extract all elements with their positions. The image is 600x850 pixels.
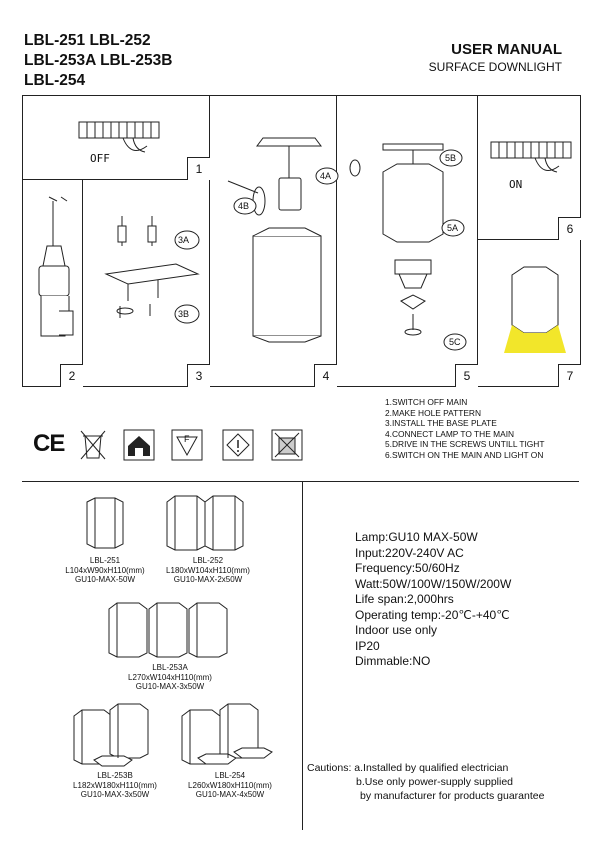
no-cover-insulation-icon	[271, 429, 303, 461]
step-number-4: 4	[314, 364, 337, 387]
divider	[82, 179, 84, 386]
step-number-1: 1	[187, 157, 210, 180]
instruction-item: 1.SWITCH OFF MAIN	[385, 397, 468, 407]
step-3-callouts	[174, 230, 200, 324]
product-model: LBL-253A	[152, 663, 188, 672]
product-dimensions: L104xW90xH110(mm)	[65, 565, 145, 575]
spec-item: Lamp:GU10 MAX-50W	[355, 530, 478, 544]
lamp-light-on-illustration	[504, 266, 566, 353]
model-list-line3: LBL-254	[24, 72, 86, 89]
page-subtitle: SURFACE DOWNLIGHT	[428, 60, 562, 74]
terminal-block-off-illustration	[78, 121, 160, 153]
spec-item: Watt:50W/100W/150W/200W	[355, 576, 512, 591]
switch-off-label: OFF	[90, 152, 110, 165]
drill-illustration	[38, 196, 74, 337]
product-dimensions: L270xW104xH110(mm)	[128, 672, 212, 682]
step-number-6: 6	[558, 217, 581, 240]
caution-line-3: by manufacturer for products guarantee	[360, 790, 545, 802]
step-number-5: 5	[455, 364, 478, 387]
instruction-item: 6.SWITCH ON THE MAIN AND LIGHT ON	[385, 449, 544, 460]
specifications-list: Lamp:GU10 MAX-50W Input:220V-240V AC Fre…	[355, 530, 511, 670]
base-plate-screws-illustration	[104, 216, 200, 318]
instruction-item: 2.MAKE HOLE PATTERN	[385, 407, 482, 418]
product-lbl-252-drawing	[166, 495, 244, 551]
product-lamp: GU10-MAX-3x50W	[135, 682, 205, 691]
product-lamp: GU10-MAX-50W	[74, 575, 135, 584]
page-title: USER MANUAL	[451, 41, 562, 58]
instruction-item: 4.CONNECT LAMP TO THE MAIN	[385, 428, 515, 439]
step-5-callouts	[349, 149, 467, 351]
terminal-block-on-illustration	[490, 141, 572, 173]
ce-mark-icon: CE	[33, 430, 65, 457]
product-lbl-254-drawing	[181, 703, 273, 765]
product-lbl-253b-drawing	[73, 703, 149, 767]
insert-bulb-illustration	[382, 143, 444, 336]
divider	[209, 96, 211, 386]
step-3a-label: 3A	[178, 235, 190, 245]
instruction-item: 3.INSTALL THE BASE PLATE	[385, 418, 497, 428]
product-lbl-253a-caption: LBL-253A L270xW104xH110(mm) GU10-MAX-3x5…	[115, 663, 225, 692]
spec-item: Input:220V-240V AC	[355, 545, 464, 560]
product-dimensions: L260xW180xH110(mm)	[188, 780, 272, 790]
caution-info-icon	[222, 429, 254, 461]
product-model: LBL-251	[89, 556, 121, 565]
caution-line-2: b.Use only power-supply supplied	[356, 776, 514, 788]
product-lbl-253b-caption: LBL-253B L182xW180xH110(mm) GU10-MAX-3x5…	[65, 771, 165, 800]
product-lbl-254-caption: LBL-254 L260xW180xH110(mm) GU10-MAX-4x50…	[175, 771, 285, 800]
installation-steps-panel: 1 2 3 4 5 6 7 OFF	[22, 95, 581, 387]
divider	[477, 239, 580, 241]
step-number-3: 3	[187, 364, 210, 387]
step-number-7: 7	[558, 364, 581, 387]
product-lbl-252-caption: LBL-252 L180xW104xH110(mm) GU10-MAX-2x50…	[158, 556, 258, 585]
model-list-line2: LBL-253A LBL-253B	[24, 52, 173, 69]
product-dimensions: L182xW180xH110(mm)	[73, 780, 157, 790]
product-lamp: GU10-MAX-4x50W	[195, 790, 265, 799]
step-5a-label: 5A	[447, 223, 459, 233]
step-number-2: 2	[60, 364, 83, 387]
weee-bin-icon	[80, 430, 106, 460]
spec-item: Life span:2,000hrs	[355, 592, 454, 606]
caution-line-1: Cautions: a.Installed by qualified elect…	[307, 762, 509, 774]
instruction-item: 5.DRIVE IN THE SCREWS UNTILL TIGHT	[385, 439, 545, 449]
divider	[23, 179, 209, 181]
section-divider	[22, 481, 579, 483]
spec-item: Indoor use only	[355, 623, 438, 637]
product-dimensions: L180xW104xH110(mm)	[166, 565, 250, 575]
divider	[477, 96, 479, 386]
indoor-use-icon	[123, 429, 155, 461]
spec-item: IP20	[355, 638, 380, 653]
product-model: LBL-253B	[97, 771, 133, 780]
product-lamp: GU10-MAX-3x50W	[80, 790, 150, 799]
instructions-list: 1.SWITCH OFF MAIN 2.MAKE HOLE PATTERN 3.…	[385, 397, 544, 460]
connect-lamp-illustration	[227, 137, 322, 343]
step-3b-label: 3B	[178, 309, 190, 319]
step-4b-label: 4B	[238, 201, 250, 211]
product-model: LBL-252	[192, 556, 224, 565]
step-5b-label: 5B	[445, 153, 457, 163]
spec-item: Operating temp:-20℃-+40℃	[355, 607, 510, 622]
step-4-callouts	[233, 167, 339, 215]
spec-item: Dimmable:NO	[355, 654, 431, 668]
f-mark-icon	[171, 429, 203, 461]
spec-item: Frequency:50/60Hz	[355, 561, 460, 575]
model-list-line1: LBL-251 LBL-252	[24, 32, 151, 49]
product-lamp: GU10-MAX-2x50W	[173, 575, 243, 584]
step-5c-label: 5C	[449, 337, 461, 347]
section-divider	[302, 481, 304, 830]
product-lbl-251-drawing	[86, 497, 124, 549]
switch-on-label: ON	[509, 178, 523, 191]
product-lbl-253a-drawing	[108, 602, 228, 658]
step-4a-label: 4A	[320, 171, 332, 181]
product-model: LBL-254	[214, 771, 246, 780]
f-mark-letter: F	[184, 434, 190, 444]
divider	[336, 96, 338, 386]
product-lbl-251-caption: LBL-251 L104xW90xH110(mm) GU10-MAX-50W	[60, 556, 150, 585]
